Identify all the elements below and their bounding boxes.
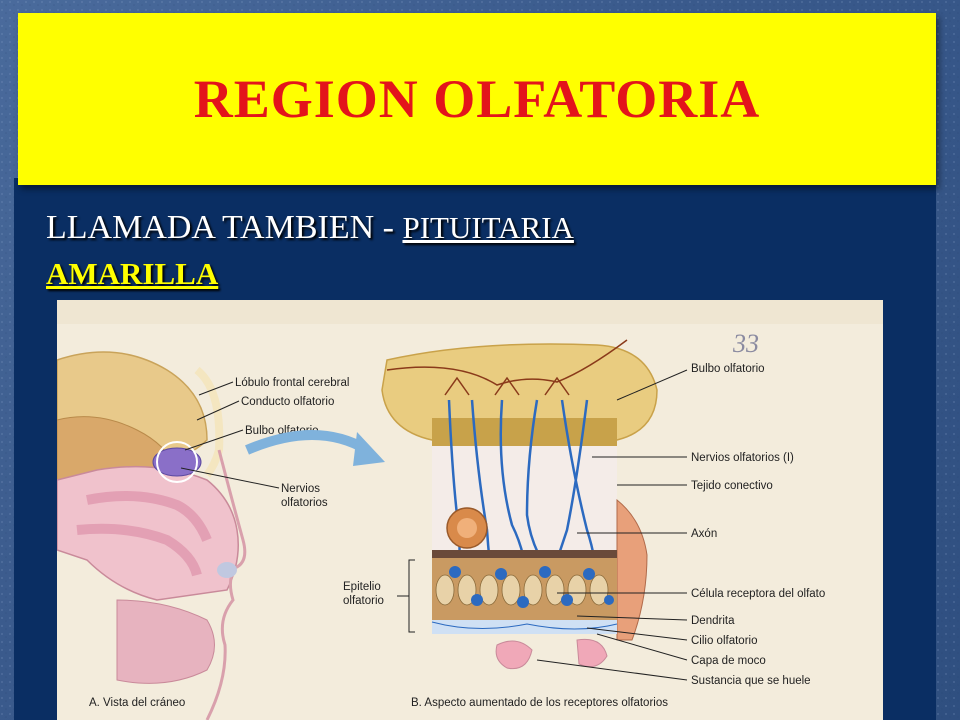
- label-conducto-olfatorio: Conducto olfatorio: [241, 396, 334, 408]
- head-cross-section: [57, 351, 247, 720]
- slide-subtitle: LLAMADA TAMBIEN - PITUITARIA AMARILLA: [46, 205, 906, 297]
- receptor-magnified: [381, 339, 658, 670]
- subtitle-link-pituitaria[interactable]: PITUITARIA: [402, 210, 574, 245]
- label-dendrita: Dendrita: [691, 615, 735, 627]
- right-labels: Bulbo olfatorio Nervios olfatorios (I) T…: [691, 363, 825, 687]
- label-nervios-olfatorios-i: Nervios olfatorios (I): [691, 452, 794, 464]
- label-nervios-2: olfatorios: [281, 497, 328, 509]
- caption-b: B. Aspecto aumentado de los receptores o…: [411, 697, 668, 709]
- page-number: 33: [732, 329, 759, 358]
- label-lobulo-frontal: Lóbulo frontal cerebral: [235, 377, 349, 389]
- label-cilio-olfatorio: Cilio olfatorio: [691, 635, 757, 647]
- title-banner: REGION OLFATORIA: [18, 13, 936, 185]
- subtitle-link-amarilla[interactable]: AMARILLA: [46, 256, 219, 291]
- label-nervios-1: Nervios: [281, 483, 320, 495]
- label-epitelio-2: olfatorio: [343, 595, 384, 607]
- caption-a: A. Vista del cráneo: [89, 697, 185, 709]
- label-capa-de-moco: Capa de moco: [691, 655, 766, 667]
- slide-title: REGION OLFATORIA: [193, 69, 761, 129]
- label-tejido-conectivo: Tejido conectivo: [691, 480, 773, 492]
- olfactory-figure: 33: [57, 300, 883, 720]
- subtitle-prefix: LLAMADA TAMBIEN -: [46, 209, 403, 246]
- olfactory-diagram: 33: [57, 300, 883, 720]
- label-bulbo-olfatorio-right: Bulbo olfatorio: [691, 363, 765, 375]
- label-epitelio-1: Epitelio: [343, 581, 381, 593]
- zoom-arrow-head: [353, 432, 385, 466]
- label-sustancia-que-se-huele: Sustancia que se huele: [691, 675, 811, 687]
- label-axon: Axón: [691, 528, 717, 540]
- label-celula-receptora: Célula receptora del olfato: [691, 588, 825, 600]
